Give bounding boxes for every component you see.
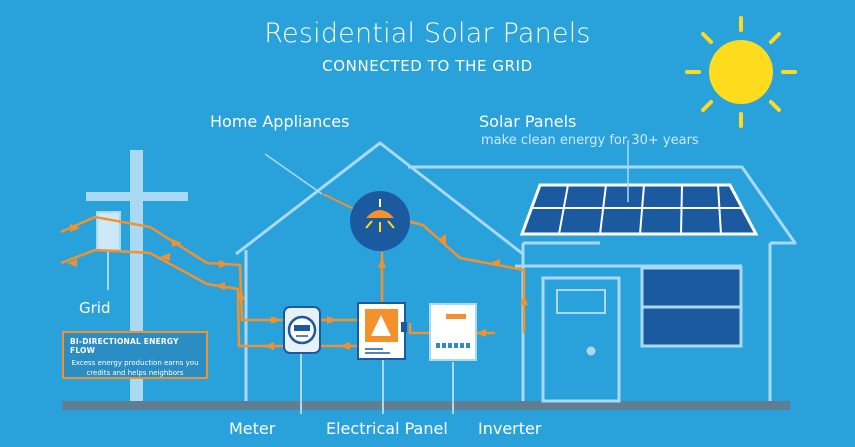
label-grid: Grid [79, 299, 111, 317]
page-title: Residential Solar Panels [264, 18, 591, 49]
page-subtitle: CONNECTED TO THE GRID [322, 57, 533, 75]
door-icon [541, 276, 621, 403]
energy-flow-title: BI-DIRECTIONAL ENERGY FLOW [70, 337, 179, 355]
label-solar-panels: Solar Panels [479, 112, 577, 131]
sun-icon [685, 16, 797, 128]
window-icon [640, 266, 743, 348]
solar-panel-icon [519, 140, 759, 236]
lamp-icon [350, 191, 410, 251]
electrical-panel-icon [357, 302, 407, 360]
energy-flow-text: Excess energy production earns you credi… [71, 359, 199, 377]
energy-flow-callout: BI-DIRECTIONAL ENERGY FLOW Excess energy… [62, 331, 208, 379]
meter-icon [283, 306, 321, 354]
label-home-appliances: Home Appliances [210, 112, 350, 131]
label-electrical-panel: Electrical Panel [326, 419, 448, 438]
ground-line [62, 401, 790, 410]
label-solar-panels-sub: make clean energy for 30+ years [481, 133, 699, 148]
inverter-icon [429, 303, 477, 361]
label-meter: Meter [229, 419, 276, 438]
label-inverter: Inverter [478, 419, 542, 438]
